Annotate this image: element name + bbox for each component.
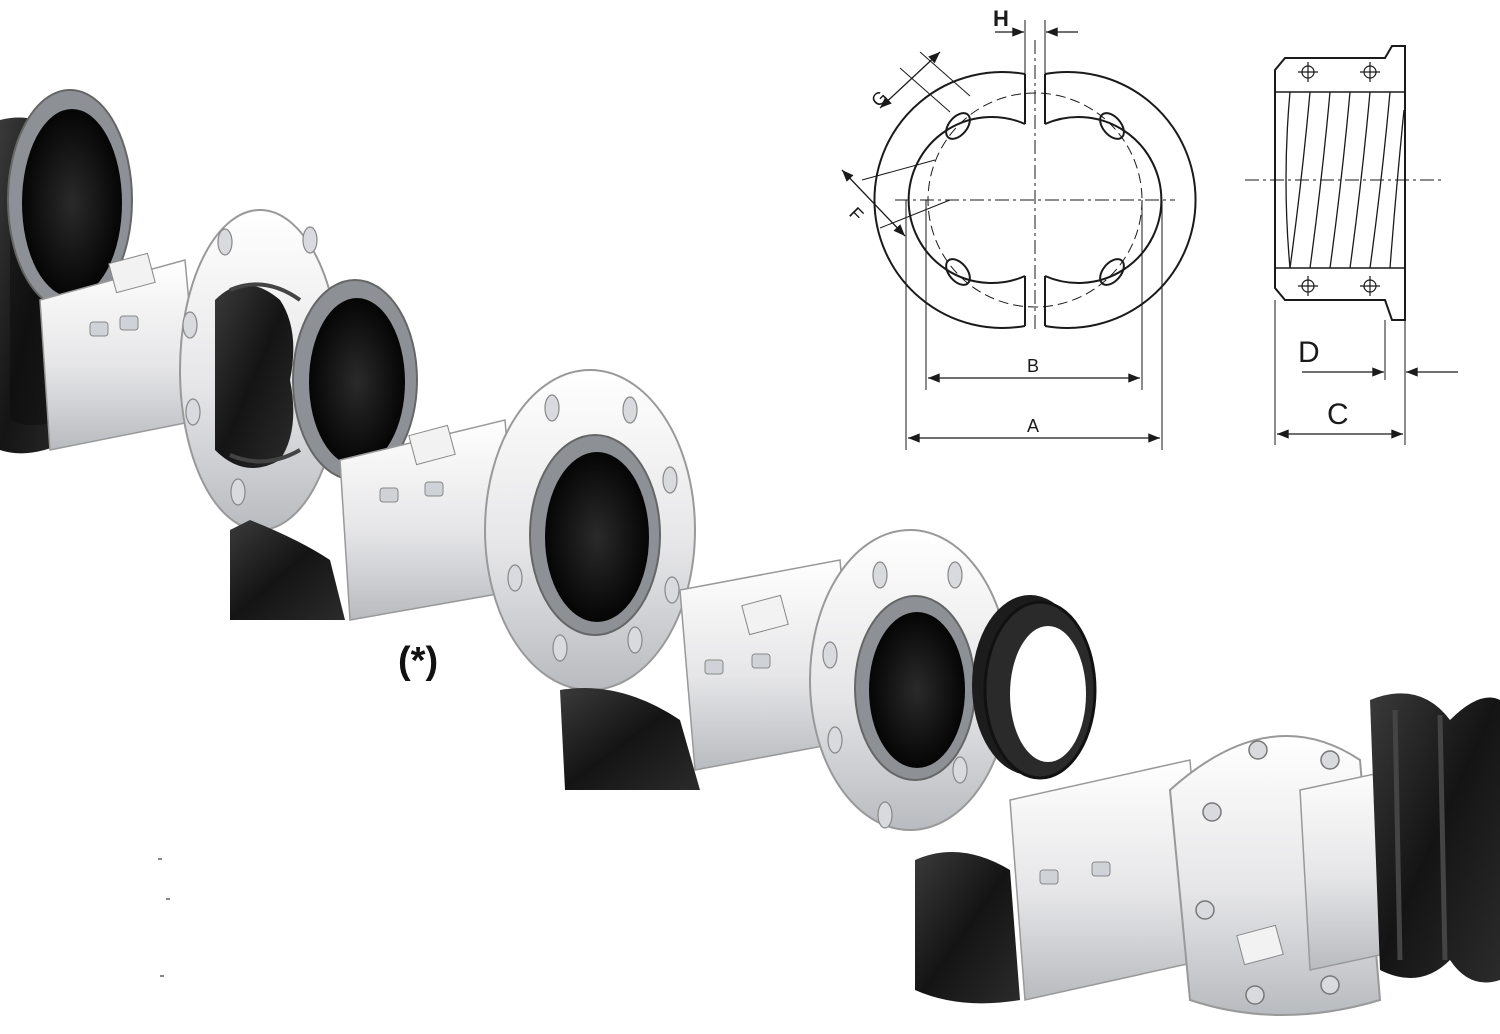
front-view-drawing: [841, 20, 1197, 450]
rubber-seal-ring: [972, 595, 1097, 780]
coupling-segment-2-body: [230, 419, 521, 621]
side-view-labels: D C: [1298, 336, 1349, 431]
label-d: D: [1298, 336, 1320, 369]
label-h: H: [993, 6, 1009, 31]
label-b: B: [1027, 356, 1039, 376]
pipeline-illustration: [0, 89, 1500, 1016]
label-a: A: [1027, 416, 1039, 436]
coupling-segment-3: [484, 369, 696, 691]
dimension-g-line: [879, 51, 941, 109]
coupling-segment-2: [179, 209, 418, 531]
footnote-marker: (*): [398, 640, 439, 682]
label-f: F: [845, 203, 867, 225]
coupling-segment-5: [915, 693, 1500, 1016]
front-view-labels: B A H G F: [845, 6, 1039, 436]
side-view-drawing: [1245, 45, 1458, 445]
label-c: C: [1327, 398, 1349, 431]
page-marks: [158, 858, 170, 977]
dimension-f-line: [841, 169, 906, 237]
coupling-segment-1: [0, 89, 201, 454]
label-g: G: [867, 87, 891, 111]
